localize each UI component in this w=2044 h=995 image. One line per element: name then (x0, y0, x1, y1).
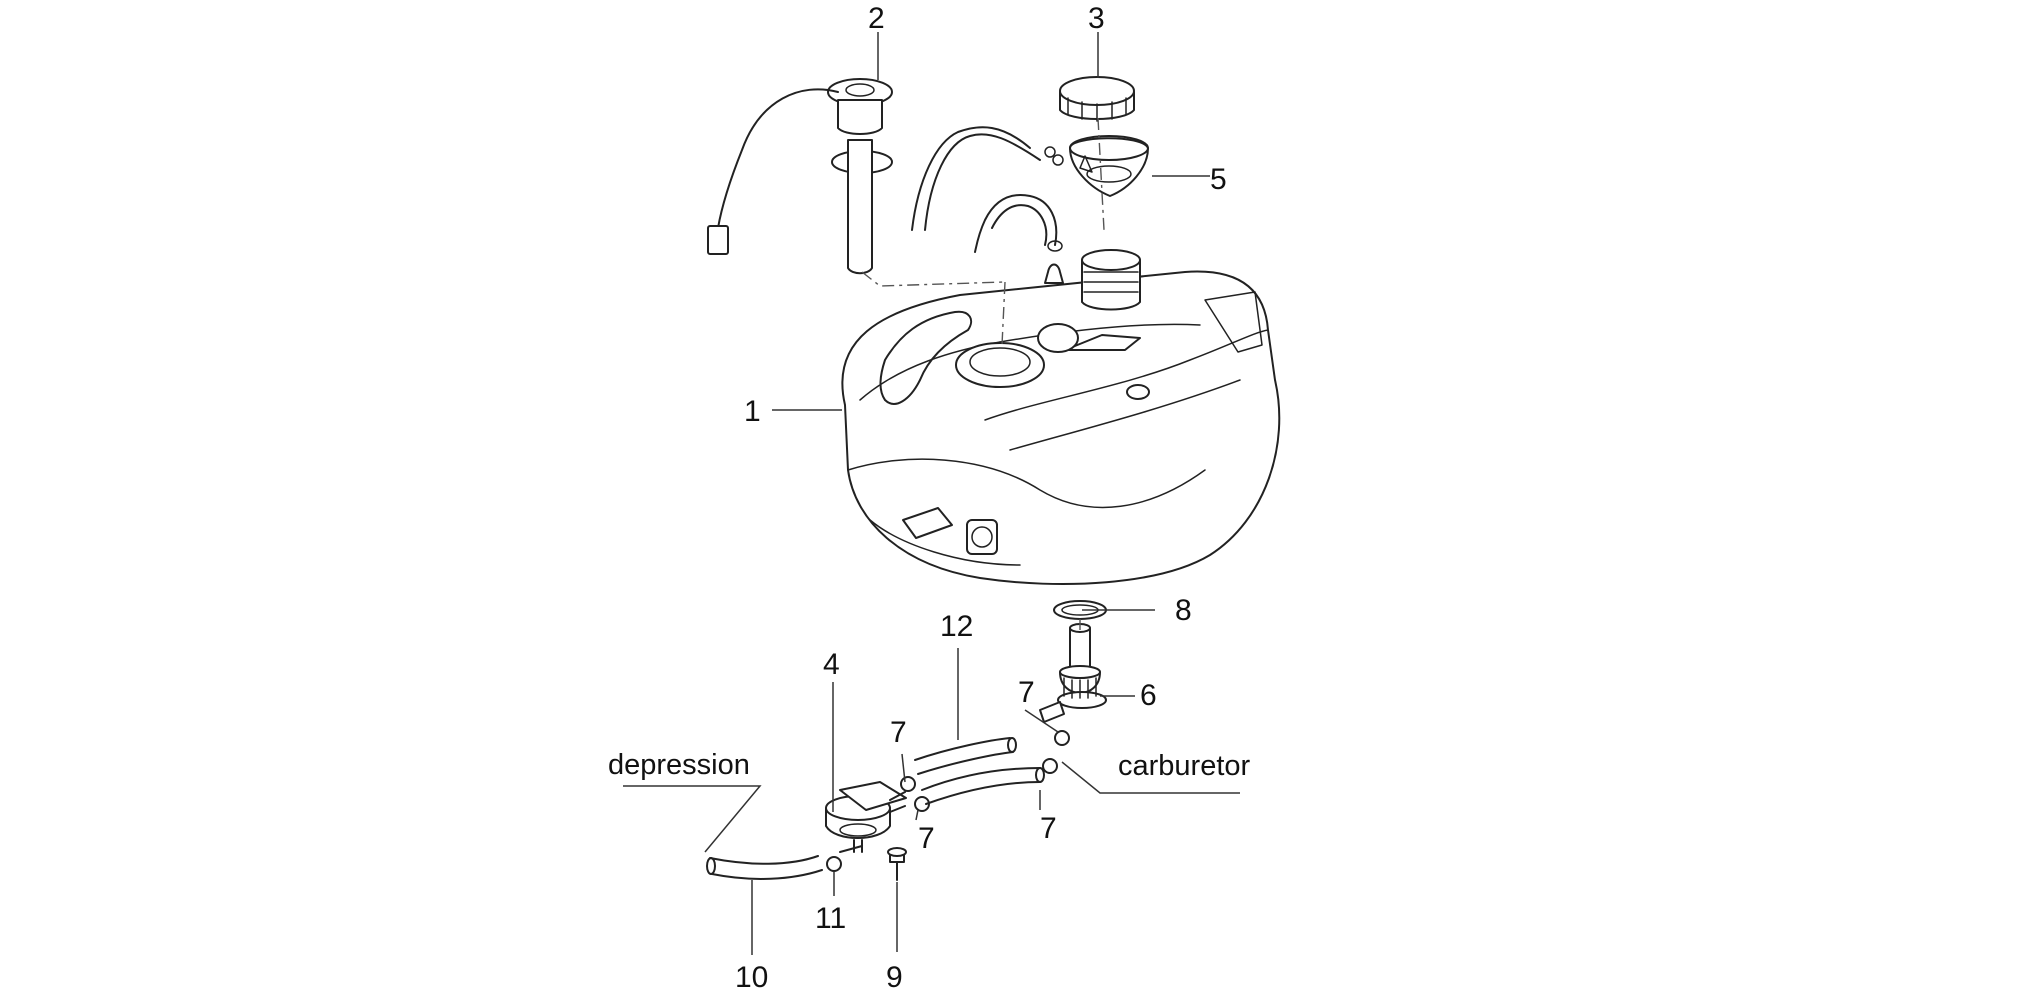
hose-clips (900, 730, 1070, 812)
note-carburetor: carburetor (1118, 750, 1251, 782)
callout-7-lower-right: 7 (1040, 812, 1057, 845)
fuel-level-sender (707, 78, 893, 275)
callout-7-upper-left: 7 (890, 716, 907, 749)
mounting-screw (887, 847, 907, 881)
note-depression: depression (608, 749, 750, 781)
callout-10: 10 (735, 961, 768, 994)
callout-3: 3 (1088, 2, 1105, 35)
callout-11: 11 (815, 902, 846, 935)
callout-2: 2 (868, 2, 885, 35)
callout-7-upper-right: 7 (1018, 676, 1035, 709)
callout-9: 9 (886, 961, 903, 994)
callout-8: 8 (1175, 594, 1192, 627)
filler-funnel (1069, 135, 1149, 197)
vacuum-hose (706, 855, 842, 880)
assembly-guides (861, 117, 1105, 630)
callout-5: 5 (1210, 163, 1227, 196)
callout-6: 6 (1140, 679, 1157, 712)
fuel-cap (1059, 76, 1135, 122)
fuel-tank (841, 249, 1281, 586)
fuel-hoses (914, 737, 1045, 805)
callout-12: 12 (940, 610, 973, 643)
callout-4: 4 (823, 648, 840, 681)
vent-hoses (911, 126, 1064, 253)
callout-1: 1 (744, 395, 761, 428)
callout-7-lower-left: 7 (918, 822, 935, 855)
leader-lines (623, 32, 1240, 955)
fuel-tap-filter (1039, 623, 1107, 723)
vacuum-fuel-valve (825, 781, 907, 853)
